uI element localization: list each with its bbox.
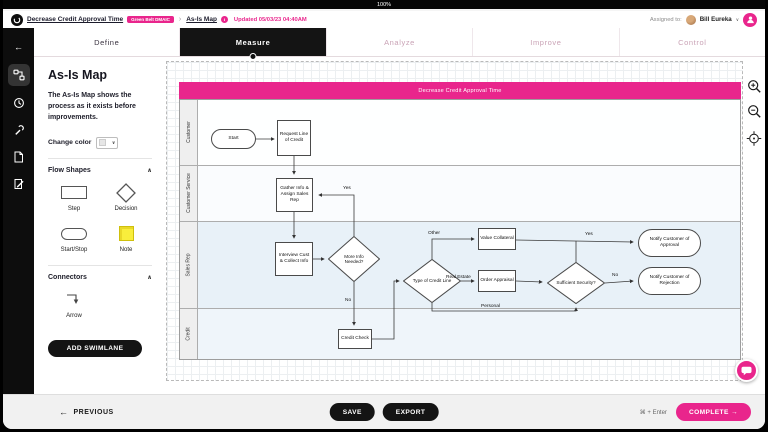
tools-icon[interactable]: [8, 120, 30, 140]
swimlane-customer: Customer: [180, 100, 740, 166]
flow-node-gather-info[interactable]: Gather Info & Assign Sales Rep: [276, 178, 313, 212]
progress-track: [3, 9, 765, 11]
swimlane-label[interactable]: Customer: [180, 100, 198, 165]
footer-bar: ← PREVIOUS SAVE EXPORT ⌘ + Enter COMPLET…: [3, 394, 765, 429]
flow-node-interview[interactable]: Interview Cust & Collect Info: [275, 242, 313, 276]
assignee-name[interactable]: Bill Eureka: [699, 16, 732, 23]
edge-label-no: No: [345, 298, 352, 303]
panel-description: The As-Is Map shows the process as it ex…: [48, 92, 136, 121]
flow-node-order-appraisal[interactable]: Order Appraisal: [478, 270, 516, 292]
shape-step[interactable]: Step: [48, 184, 100, 212]
flow-node-credit-type-decision[interactable]: Type of Credit Line: [403, 259, 461, 303]
info-icon[interactable]: i: [220, 16, 228, 23]
progress-percent: 100%: [376, 1, 392, 8]
swimlane-label[interactable]: Sales Rep: [180, 222, 198, 309]
step-shape-icon: [61, 186, 87, 200]
breadcrumb-chevron-icon: ›: [178, 16, 182, 23]
tool-panel: As-Is Map The As-Is Map shows the proces…: [34, 57, 164, 394]
save-button[interactable]: SAVE: [329, 403, 375, 421]
previous-button[interactable]: ← PREVIOUS: [59, 407, 114, 417]
flow-node-request[interactable]: Request Line of Credit: [277, 120, 311, 156]
diamond-shape: [328, 236, 380, 282]
recenter-target-icon[interactable]: [746, 130, 762, 146]
history-icon[interactable]: [8, 93, 30, 113]
tab-improve[interactable]: Improve: [472, 28, 619, 56]
flow-node-more-info-decision[interactable]: More Info Needed?: [328, 236, 380, 282]
flow-node-value-collateral[interactable]: Value Collateral: [478, 228, 516, 250]
flow-node-credit-check[interactable]: Credit Check: [338, 329, 372, 349]
flow-node-notify-approval[interactable]: Notify Customer of Approval: [638, 229, 701, 257]
progress-fill: [3, 9, 765, 11]
add-swimlane-button[interactable]: ADD SWIMLANE: [48, 339, 142, 357]
swimlane-label[interactable]: Credit: [180, 309, 198, 359]
shape-startstop[interactable]: Start/Stop: [48, 225, 100, 253]
assigned-to-label: Assigned to:: [649, 16, 682, 23]
flow-shapes-section-header[interactable]: Flow Shapes ∧: [48, 166, 152, 174]
tab-define[interactable]: Define: [34, 28, 180, 56]
tab-control[interactable]: Control: [618, 28, 765, 56]
collapse-chevron-icon[interactable]: ∧: [147, 167, 152, 174]
edge-label-personal: Personal: [481, 304, 500, 309]
assignee-dropdown-chevron-icon[interactable]: ∨: [735, 16, 739, 22]
app-logo-icon[interactable]: [11, 13, 23, 26]
canvas-area: Decrease Credit Approval Time Customer C…: [164, 57, 765, 394]
assignee-avatar[interactable]: [685, 14, 696, 25]
connectors-section-header[interactable]: Connectors ∧: [48, 273, 152, 281]
left-icon-rail: ←: [3, 28, 34, 394]
collapse-chevron-icon[interactable]: ∧: [147, 274, 152, 281]
keyboard-shortcut-hint: ⌘ + Enter: [639, 409, 667, 416]
back-icon[interactable]: ←: [14, 42, 23, 52]
header: Decrease Credit Approval Time Green Belt…: [3, 11, 765, 28]
flow-node-sufficient-security-decision[interactable]: Sufficient Security?: [547, 262, 605, 304]
zoom-out-icon[interactable]: [746, 103, 762, 119]
swimlane-credit: Credit: [180, 309, 740, 359]
active-tab-indicator[interactable]: [249, 53, 257, 60]
app-window: 100% Decrease Credit Approval Time Green…: [3, 0, 765, 429]
tab-measure[interactable]: Measure: [179, 28, 326, 60]
edge-label-other: Other: [428, 231, 440, 236]
export-button[interactable]: EXPORT: [382, 403, 439, 421]
project-title-link[interactable]: Decrease Credit Approval Time: [27, 16, 124, 23]
change-color-label: Change color: [48, 139, 92, 147]
decision-shape-icon: [116, 182, 136, 203]
startstop-shape-icon: [61, 227, 87, 240]
support-avatar-icon[interactable]: [743, 12, 757, 27]
flow-node-notify-rejection[interactable]: Notify Customer of Rejection: [638, 267, 701, 295]
chat-icon[interactable]: [735, 359, 758, 382]
document-icon[interactable]: [8, 147, 30, 167]
flow-node-start[interactable]: Start: [211, 129, 256, 149]
edge-label-yes-2: Yes: [585, 232, 593, 237]
notes-edit-icon[interactable]: [8, 174, 30, 194]
connector-arrow[interactable]: Arrow: [48, 291, 100, 319]
color-chip: [99, 139, 107, 147]
phase-tabs: Define Measure Analyze Improve Control: [34, 28, 765, 60]
grid-canvas[interactable]: Decrease Credit Approval Time Customer C…: [166, 61, 743, 381]
edge-label-yes: Yes: [343, 186, 351, 191]
arrow-connector-icon: [65, 291, 83, 309]
updated-timestamp: Updated 05/03/23 04:40AM: [233, 16, 307, 23]
swimlane-diagram: Decrease Credit Approval Time Customer C…: [179, 82, 741, 360]
edge-label-no-2: No: [612, 273, 619, 278]
panel-title: As-Is Map: [48, 68, 108, 82]
breadcrumb-current-link[interactable]: As-Is Map: [186, 16, 217, 23]
swimlanes: Customer Customer Service Sales Rep: [179, 99, 741, 360]
color-dropdown-chevron-icon: ∨: [111, 139, 116, 145]
edge-label-real-estate: Real Estate: [446, 275, 471, 280]
progress-bar: 100%: [3, 0, 765, 9]
tab-analyze[interactable]: Analyze: [325, 28, 473, 56]
swimlane-customer-service: Customer Service: [180, 165, 740, 223]
swimlane-label[interactable]: Customer Service: [180, 165, 198, 222]
process-map-icon[interactable]: [7, 64, 30, 86]
swimlane-body[interactable]: [198, 309, 740, 359]
project-badge: Green Belt DMAIC: [127, 16, 174, 23]
zoom-in-icon[interactable]: [746, 78, 762, 94]
note-shape-icon: [118, 226, 134, 242]
complete-button[interactable]: COMPLETE →: [675, 403, 751, 421]
previous-arrow-icon: ←: [59, 407, 69, 417]
diagram-title-bar[interactable]: Decrease Credit Approval Time: [179, 82, 741, 99]
shape-decision[interactable]: Decision: [100, 182, 152, 212]
diamond-shape: [403, 259, 461, 303]
color-picker[interactable]: ∨: [96, 136, 119, 149]
shape-note[interactable]: Note: [100, 225, 152, 253]
